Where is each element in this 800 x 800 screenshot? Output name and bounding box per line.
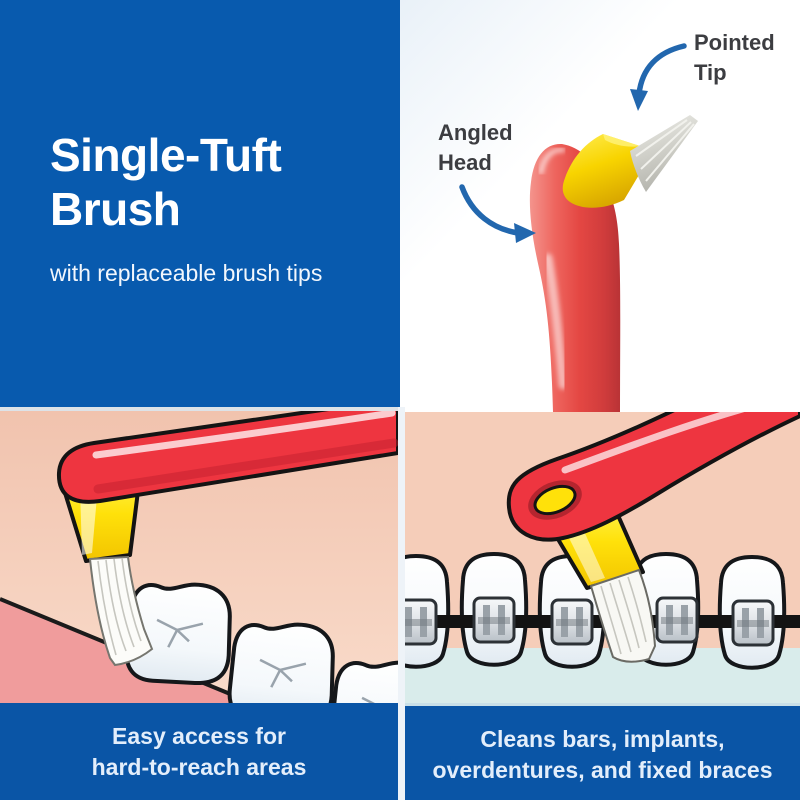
brush-photo — [400, 0, 800, 412]
photo-bristles — [630, 115, 698, 192]
pointed-tip-label-line1: Pointed — [694, 30, 775, 55]
braces-brackets — [405, 596, 775, 647]
caption-braces-line2: overdentures, and fixed braces — [432, 756, 773, 783]
page-title: Single-Tuft Brush — [50, 128, 322, 236]
angled-head-label-line1: Angled — [438, 120, 513, 145]
vertical-divider — [398, 407, 405, 800]
braces-illustration — [405, 412, 800, 703]
molar-teeth — [124, 582, 398, 703]
horizontal-divider — [0, 407, 398, 411]
angled-head-label-line2: Head — [438, 150, 492, 175]
caption-braces-line1: Cleans bars, implants, — [480, 725, 725, 752]
back-teeth-illustration — [0, 411, 398, 703]
usage-panel-braces — [405, 412, 800, 703]
caption-braces: Cleans bars, implants, overdentures, and… — [405, 703, 800, 800]
title-panel: Single-Tuft Brush with replaceable brush… — [0, 0, 400, 407]
replaceable-tip-back — [533, 484, 577, 516]
pointed-tip-label: Pointed Tip — [694, 28, 775, 88]
caption-back-teeth: Easy access for hard-to-reach areas — [0, 703, 398, 800]
title-line-2: Brush — [50, 183, 181, 235]
brush-handle-red — [506, 412, 800, 542]
usage-panel-back-teeth — [0, 411, 398, 703]
product-photo-panel: Pointed Tip Angled Head — [400, 0, 800, 412]
caption-back-teeth-line1: Easy access for — [112, 722, 286, 749]
title-subtitle: with replaceable brush tips — [50, 260, 323, 286]
photo-handle — [529, 143, 621, 412]
brush-bristles — [589, 568, 657, 663]
title-line-1: Single-Tuft — [50, 129, 282, 181]
pointed-tip-arrow-icon — [630, 43, 687, 111]
brush-bristles — [88, 555, 154, 667]
title-block: Single-Tuft Brush with replaceable brush… — [50, 128, 322, 287]
caption-back-teeth-line2: hard-to-reach areas — [91, 753, 307, 780]
pointed-tip-label-line2: Tip — [694, 60, 727, 85]
angled-head-label: Angled Head — [438, 118, 513, 178]
brush-handle-red — [56, 411, 398, 504]
angled-head-arrow-icon — [459, 184, 536, 243]
photo-brush-head — [562, 134, 648, 208]
